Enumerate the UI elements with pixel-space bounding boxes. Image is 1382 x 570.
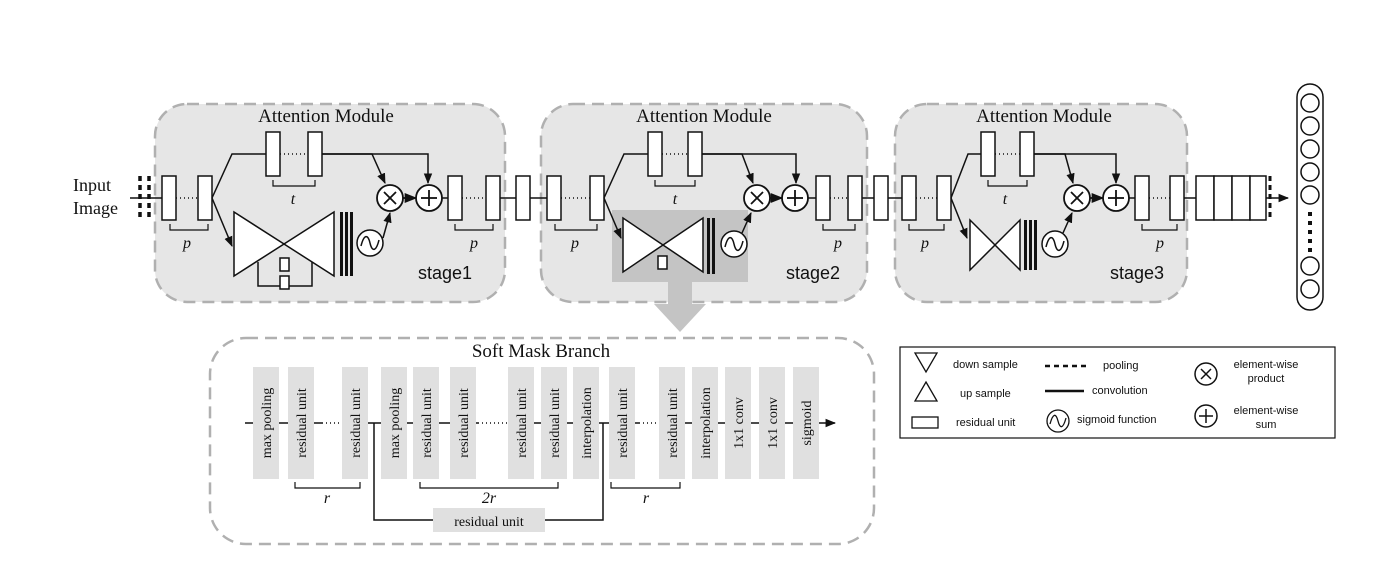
product-icon [1194, 362, 1218, 386]
module-2-pre-param: p [570, 235, 579, 252]
sm-unit-1-label: max pooling [260, 388, 275, 458]
module-1-pre-param: p [182, 235, 191, 252]
skip-residual-unit-label: residual unit [454, 515, 524, 530]
sm-unit-13-label: 1x1 conv [732, 397, 747, 449]
final-units [1195, 175, 1267, 221]
module-1-braces [169, 180, 494, 231]
module-3-post-param: p [1155, 235, 1164, 252]
legend-product-line2: product [1248, 373, 1285, 385]
legend-convolution: convolution [1092, 385, 1148, 397]
inter-module-unit-2 [873, 175, 889, 221]
module-3-trunk [950, 131, 1121, 199]
sm-unit-2-label: residual unit [295, 388, 310, 458]
module-2-trunk-param: t [673, 191, 678, 208]
sm-unit-7-label: residual unit [515, 388, 530, 458]
module-1-ops [376, 184, 443, 212]
module-3-ops [1063, 184, 1130, 212]
sm-unit-3-label: residual unit [349, 388, 364, 458]
zoom-arrow [654, 282, 706, 332]
input-pooling-marker [138, 176, 151, 218]
sm-unit-1-box [253, 367, 279, 479]
inter-module-unit-1 [515, 175, 531, 221]
skip-residual-unit-box [433, 508, 545, 532]
module-1-trunk-param: t [291, 191, 296, 208]
legend-sigmoid: sigmoid function [1077, 414, 1157, 426]
module-3-title: Attention Module [976, 106, 1112, 127]
sm-unit-15-label: sigmoid [800, 400, 815, 445]
output-vector [1296, 83, 1324, 311]
legend-down-sample: down sample [953, 359, 1018, 371]
stage-1-label: stage1 [418, 263, 472, 283]
module-3-pre-units [901, 175, 952, 221]
module-2-pre-units [546, 175, 605, 221]
sm-unit-6-label: residual unit [457, 388, 472, 458]
module-3-trunk-param: t [1003, 191, 1008, 208]
soft-mask-units: max pooling residual unit residual unit … [253, 367, 819, 479]
legend-box [899, 346, 1336, 439]
sm-unit-4-box [381, 367, 407, 479]
sm-unit-7-box [508, 367, 534, 479]
module-3-braces [908, 180, 1178, 231]
module-3-post-units [1134, 175, 1185, 221]
stage-2-label: stage2 [786, 263, 840, 283]
sm-unit-9-label: interpolation [580, 387, 595, 459]
legend-sum-line1: element-wise [1234, 405, 1299, 417]
soft-mask-title: Soft Mask Branch [472, 341, 611, 362]
stage-3-label: stage3 [1110, 263, 1164, 283]
module-2-post-units [815, 175, 863, 221]
sm-unit-5-label: residual unit [420, 388, 435, 458]
sm-unit-9-box [573, 367, 599, 479]
sm-unit-12-label: interpolation [699, 387, 714, 459]
sm-unit-10-label: residual unit [616, 388, 631, 458]
sm-unit-4-label: max pooling [388, 388, 403, 458]
sm-unit-12-box [692, 367, 718, 479]
legend-pooling: pooling [1103, 360, 1138, 372]
sigmoid-icon [1046, 409, 1070, 433]
module-1-post-units [447, 175, 501, 221]
legend-product-line1: element-wise [1234, 359, 1299, 371]
soft-mask-braces [294, 482, 681, 489]
up-sample-icon [913, 380, 939, 402]
residual-unit-icon [911, 416, 939, 429]
sm-unit-11-box [659, 367, 685, 479]
module-1-trunk [211, 131, 433, 199]
module-1-pre-units [161, 175, 213, 221]
module-2-ops [743, 184, 809, 212]
module-2-trunk [603, 131, 801, 199]
legend-residual-unit: residual unit [956, 417, 1015, 429]
sm-unit-2-box [288, 367, 314, 479]
module-1-title: Attention Module [258, 106, 394, 127]
input-label-line2: Image [73, 198, 118, 218]
sm-unit-8-label: residual unit [548, 388, 563, 458]
sm-unit-13-box [725, 367, 751, 479]
input-label-line1: Input [73, 175, 111, 195]
sm-unit-6-box [450, 367, 476, 479]
module-2-title: Attention Module [636, 106, 772, 127]
brace-2r: 2r [482, 490, 497, 507]
sm-unit-14-box [759, 367, 785, 479]
module-1-post-param: p [469, 235, 478, 252]
brace-r-2: r [643, 490, 650, 507]
legend-sum-line2: sum [1256, 419, 1277, 431]
sm-unit-8-box [541, 367, 567, 479]
sm-unit-14-label: 1x1 conv [766, 397, 781, 449]
brace-r-1: r [324, 490, 331, 507]
sm-unit-3-box [342, 367, 368, 479]
sm-unit-10-box [609, 367, 635, 479]
legend-up-sample: up sample [960, 388, 1011, 400]
sm-unit-15-box [793, 367, 819, 479]
down-sample-icon [913, 352, 939, 374]
sm-unit-11-label: residual unit [666, 388, 681, 458]
module-2-mask [603, 197, 752, 274]
module-1-mask [211, 197, 392, 290]
module-2-post-param: p [833, 235, 842, 252]
sm-unit-5-box [413, 367, 439, 479]
module-3-mask [950, 197, 1073, 272]
module-2-braces [554, 180, 856, 231]
soft-mask-panel [208, 336, 876, 546]
module-3-pre-param: p [920, 235, 929, 252]
sum-icon [1194, 404, 1218, 428]
